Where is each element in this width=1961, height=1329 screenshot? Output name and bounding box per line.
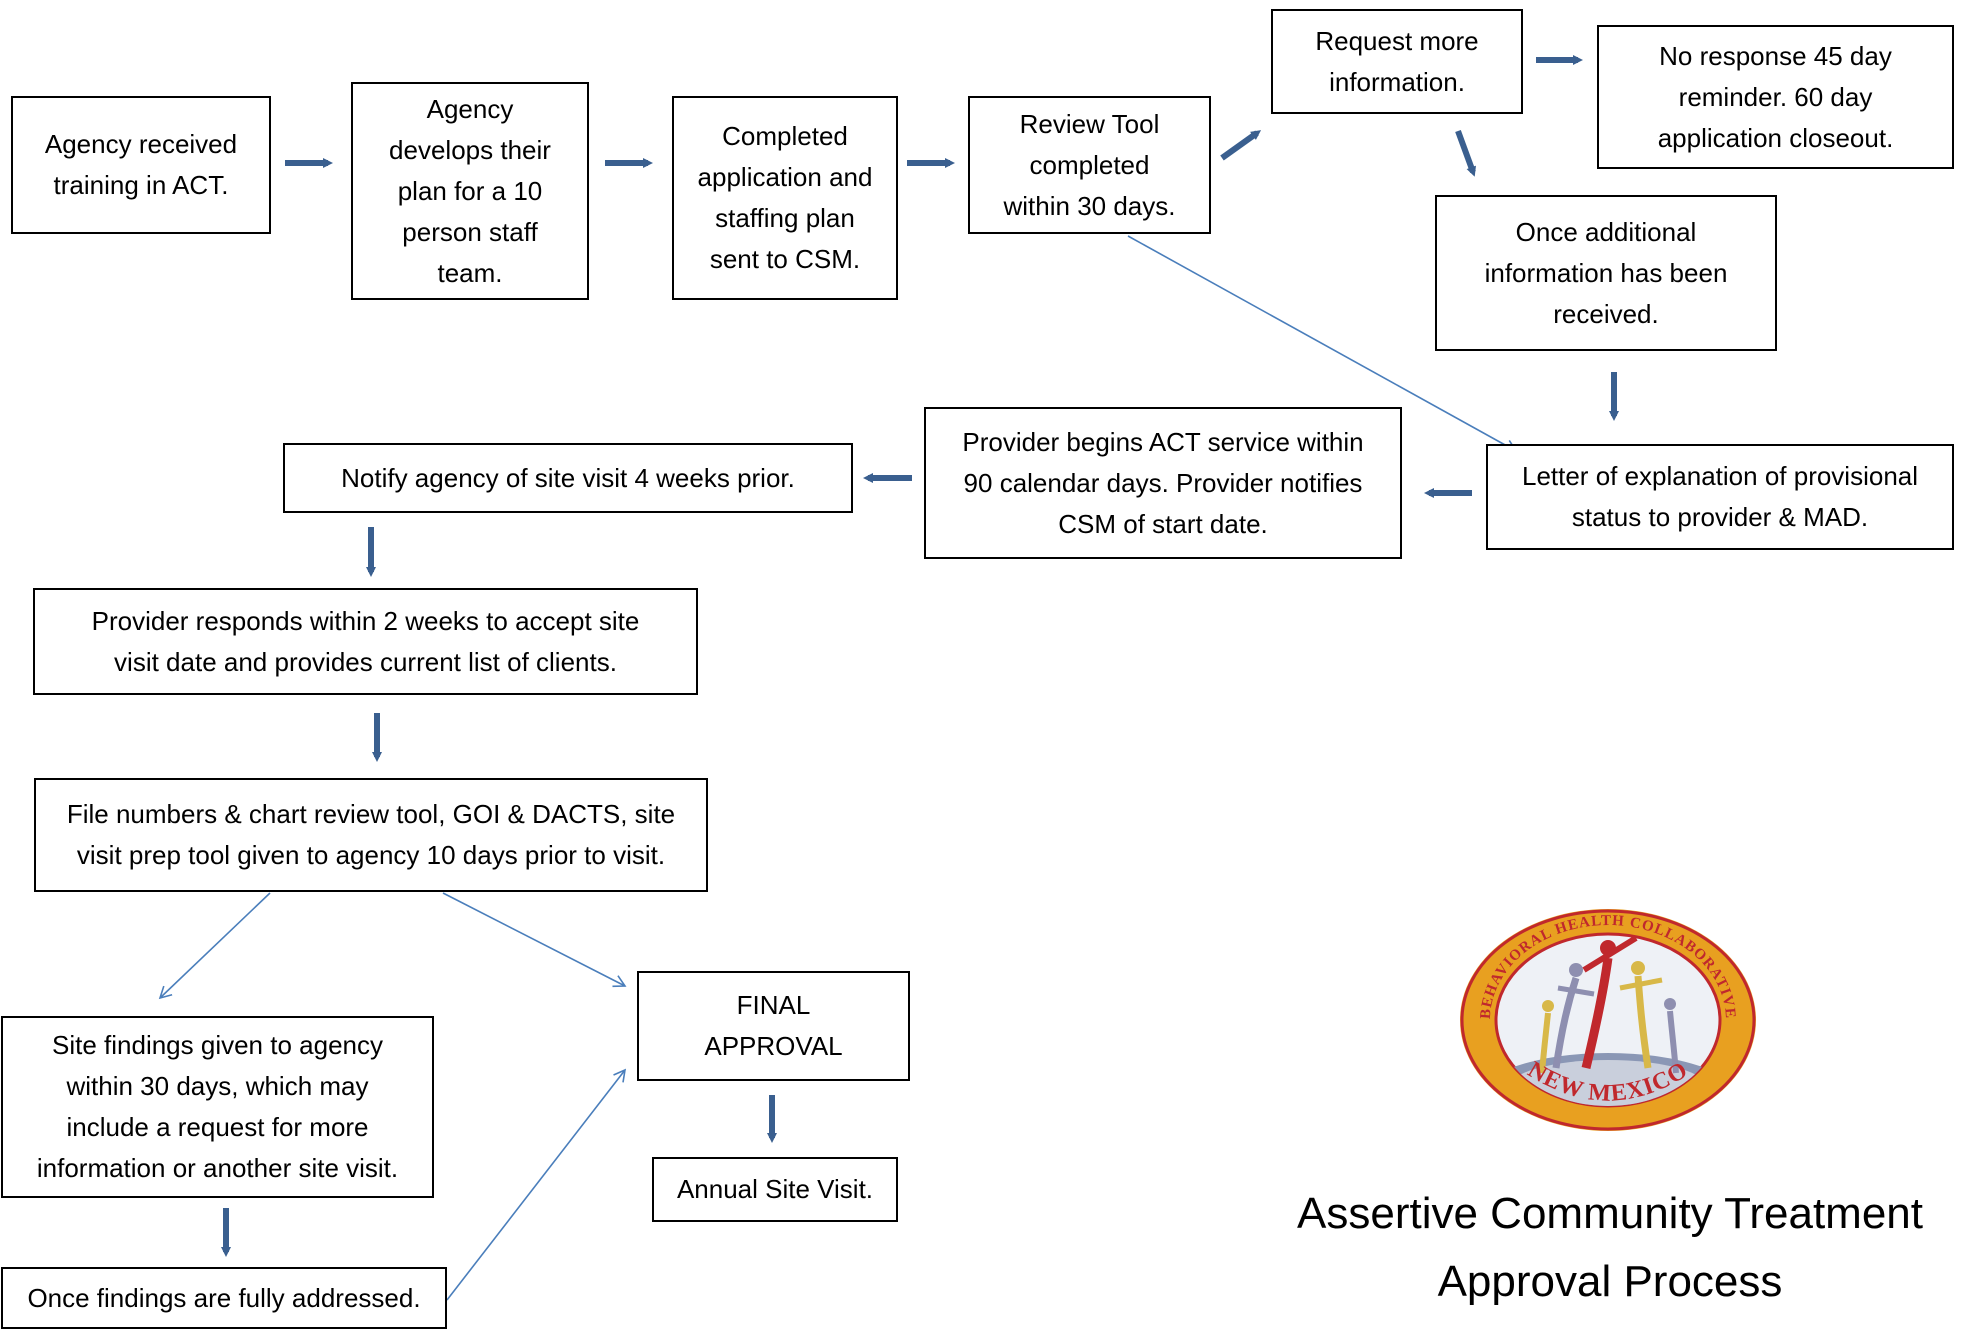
- box-text: Agency received training in ACT.: [44, 129, 238, 200]
- box-request-info: Request more information.: [1271, 9, 1523, 114]
- thick-arrows: [221, 55, 1619, 1257]
- box-text: Provider responds within 2 weeks to acce…: [91, 605, 640, 677]
- box-annual-visit: Annual Site Visit.: [652, 1157, 898, 1222]
- link-review-to-letter: [1127, 235, 1518, 452]
- box-notify-site-visit: Notify agency of site visit 4 weeks prio…: [283, 443, 853, 513]
- box-text: Notify agency of site visit 4 weeks prio…: [341, 462, 795, 493]
- box-info-received: Once additional information has been rec…: [1435, 195, 1777, 351]
- box-text: Agency develops their plan for a 10 pers…: [389, 93, 551, 288]
- box-final-approval: FINAL APPROVAL: [637, 971, 910, 1081]
- box-text: Review Tool completed within 30 days.: [1003, 108, 1176, 221]
- box-text: File numbers & chart review tool, GOI & …: [66, 799, 676, 870]
- thin-arrows: [158, 235, 1518, 1301]
- box-text: Annual Site Visit.: [676, 1174, 874, 1204]
- box-no-response: No response 45 day reminder. 60 day appl…: [1597, 25, 1954, 169]
- link-filenumbers-to-findings: [158, 892, 271, 1000]
- arrow-review-to-request: [1220, 130, 1262, 161]
- box-application-sent: Completed application and staffing plan …: [672, 96, 898, 300]
- box-text: Provider begins ACT service within 90 ca…: [962, 426, 1364, 539]
- box-staff-plan: Agency develops their plan for a 10 pers…: [351, 82, 589, 300]
- box-site-findings: Site findings given to agency within 30 …: [1, 1016, 434, 1198]
- box-provider-begins: Provider begins ACT service within 90 ca…: [924, 407, 1402, 559]
- arrow-request-to-received: [1455, 129, 1476, 177]
- box-agency-training: Agency received training in ACT.: [11, 96, 271, 234]
- box-text: Once findings are fully addressed.: [27, 1282, 421, 1313]
- title-line-2: Approval Process: [1437, 1257, 1783, 1306]
- link-filenumbers-to-final: [442, 892, 627, 988]
- box-text: Site findings given to agency within 30 …: [36, 1030, 399, 1183]
- behavioral-health-collaborative-logo: BEHAVIORAL HEALTH COLLABORATIVE NEW MEXI…: [1460, 909, 1756, 1131]
- box-file-numbers: File numbers & chart review tool, GOI & …: [34, 778, 708, 892]
- title-line-1: Assertive Community Treatment: [1297, 1189, 1923, 1238]
- box-text: Letter of explanation of provisional sta…: [1521, 461, 1919, 532]
- link-addressed-to-final: [446, 1068, 627, 1301]
- box-text: Completed application and staffing plan …: [697, 121, 873, 274]
- box-findings-addressed: Once findings are fully addressed.: [1, 1267, 447, 1329]
- box-text: No response 45 day reminder. 60 day appl…: [1657, 40, 1894, 153]
- box-review-tool: Review Tool completed within 30 days.: [968, 96, 1211, 234]
- box-provider-responds: Provider responds within 2 weeks to acce…: [33, 588, 698, 695]
- box-text: Once additional information has been rec…: [1484, 216, 1728, 329]
- box-letter-provisional: Letter of explanation of provisional sta…: [1486, 444, 1954, 550]
- box-text: FINAL APPROVAL: [704, 990, 843, 1061]
- box-text: Request more information.: [1315, 25, 1479, 97]
- page-title: Assertive Community Treatment Approval P…: [1250, 1180, 1961, 1316]
